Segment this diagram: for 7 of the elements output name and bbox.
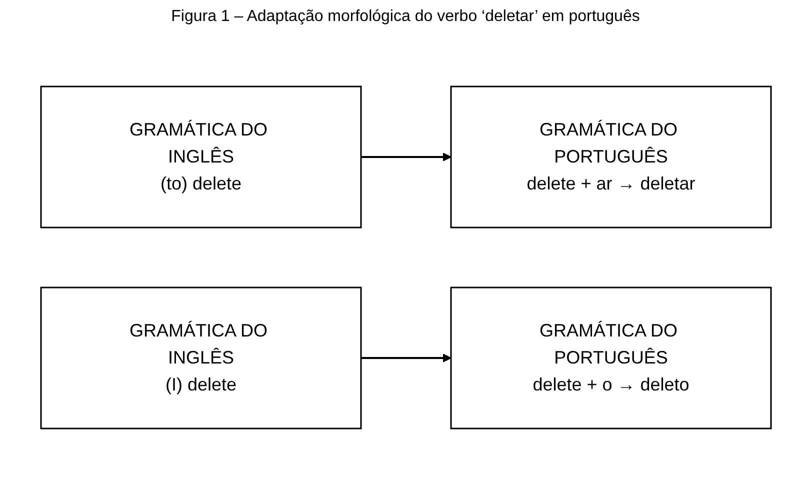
figure-title: Figura 1 – Adaptação morfológica do verbo ‘deletar’ em português — [170, 8, 641, 26]
node-box: GRAMÁTICA DO PORTUGUÊS delete + ar → deletar — [450, 86, 772, 228]
node-box: GRAMÁTICA DO INGLÊS (I) delete — [40, 286, 362, 430]
node-box: GRAMÁTICA DO PORTUGUÊS delete + o → deleto — [450, 286, 772, 430]
arrow — [360, 152, 451, 162]
arrow — [360, 354, 451, 362]
node-box: GRAMÁTICA DO INGLÊS (to) delete — [40, 86, 362, 228]
